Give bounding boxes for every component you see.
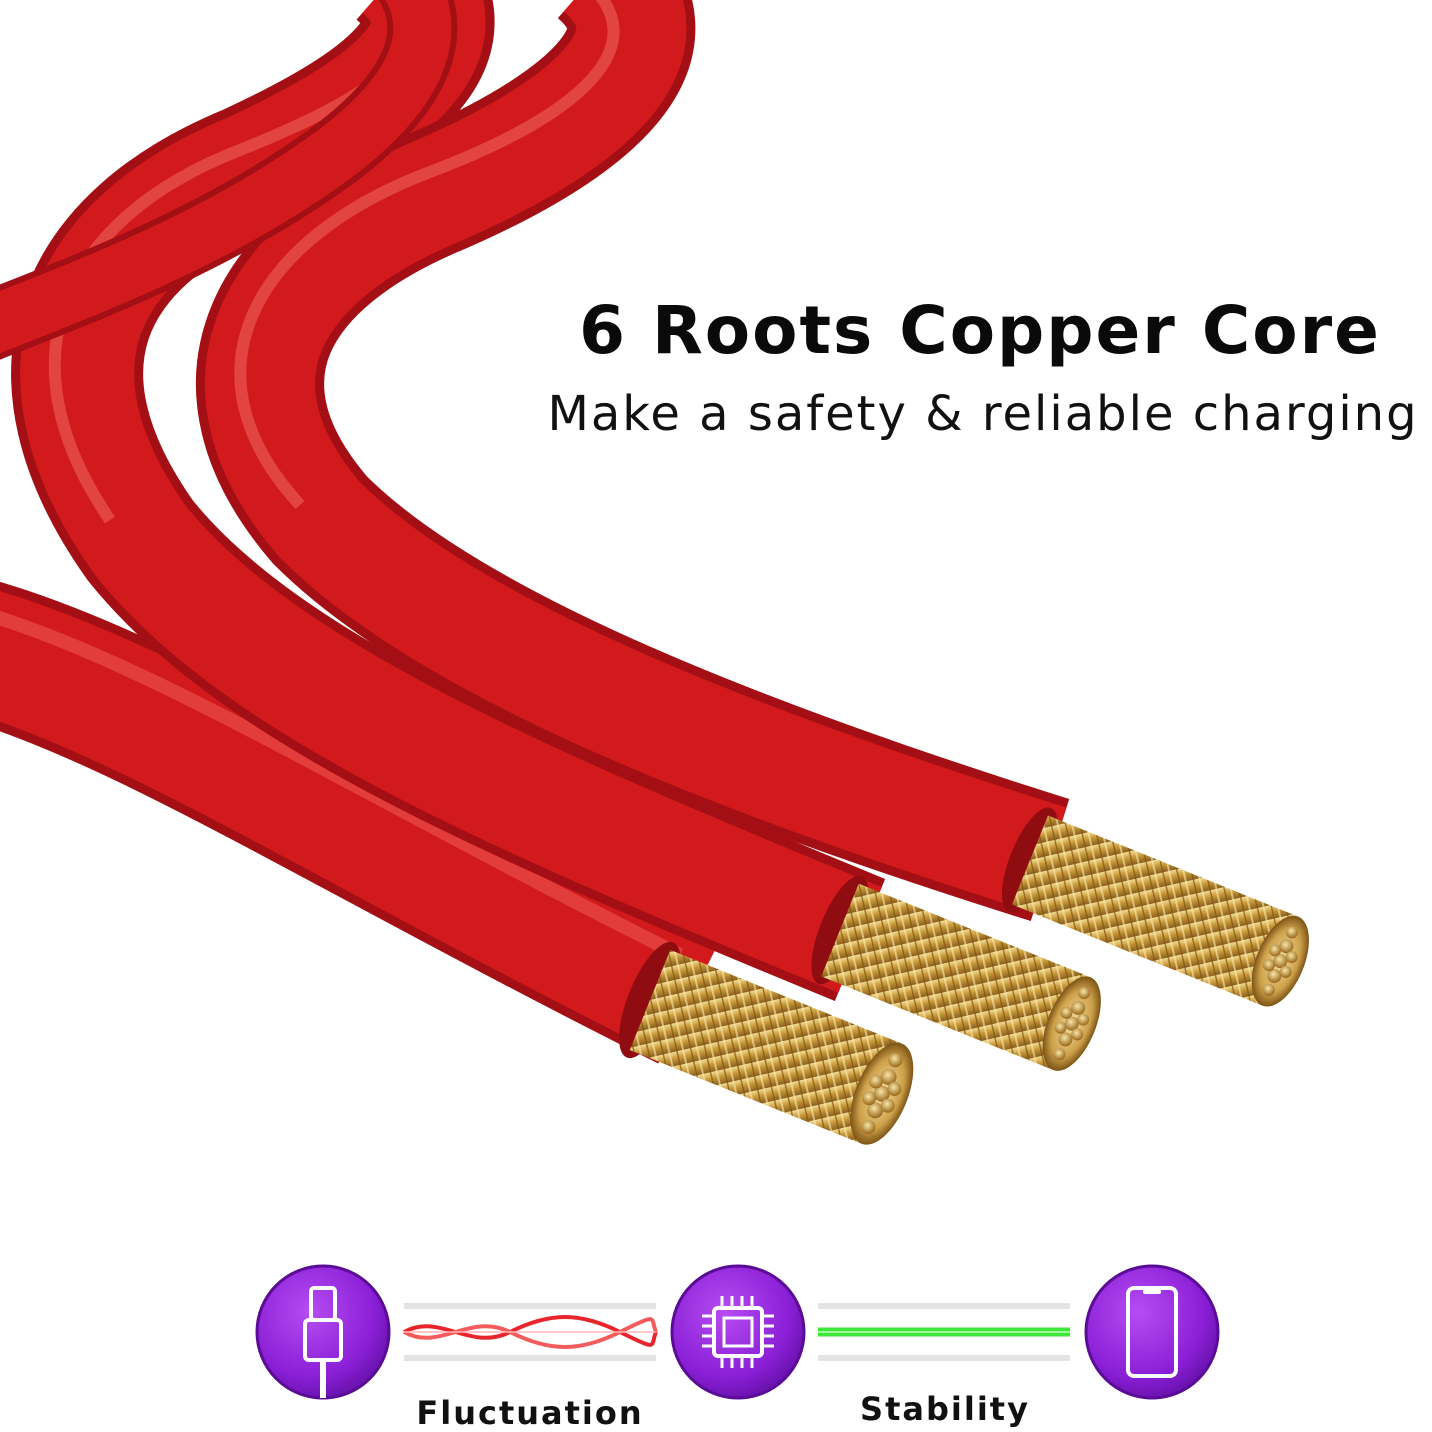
usb-cable-icon xyxy=(255,1264,391,1400)
headline-title: 6 Roots Copper Core xyxy=(579,292,1381,369)
stability-label: Stability xyxy=(860,1390,1030,1428)
red-wire-back xyxy=(196,0,1070,922)
fluctuation-label: Fluctuation xyxy=(416,1394,644,1432)
fluctuation-line xyxy=(403,1303,658,1361)
phone-icon xyxy=(1084,1264,1220,1400)
red-wire-tails xyxy=(0,0,458,360)
red-wire-front xyxy=(0,581,722,1064)
copper-core-front xyxy=(619,941,914,1145)
copper-core-middle xyxy=(811,875,1101,1071)
copper-core-back xyxy=(1002,807,1309,1007)
stability-line xyxy=(818,1303,1070,1361)
chip-icon xyxy=(670,1264,806,1400)
headline-subtitle: Make a safety & reliable charging xyxy=(547,386,1419,442)
